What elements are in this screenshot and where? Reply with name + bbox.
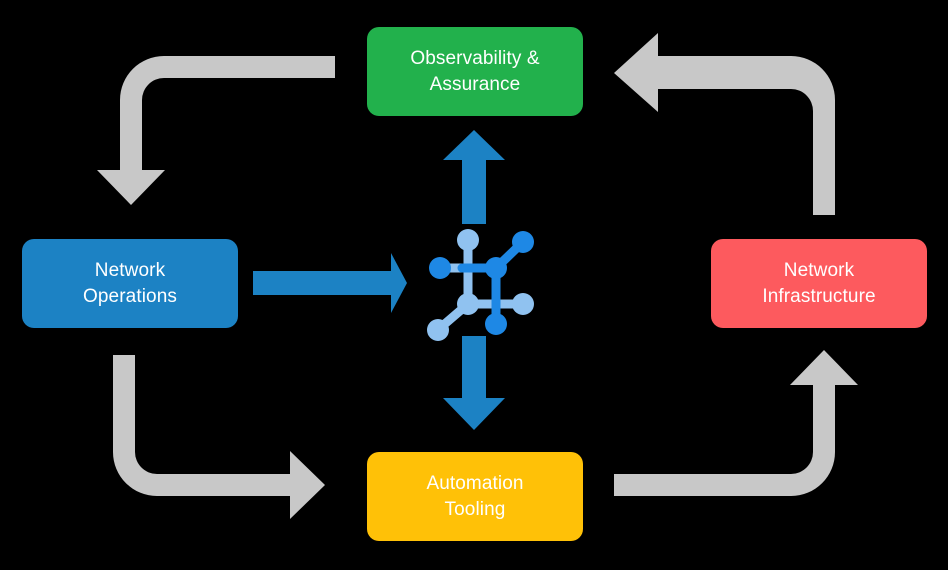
node-bottom [485,313,507,335]
node-left-upper [429,257,451,279]
blue-arrow-hub-to-automation [443,336,505,430]
node-box-automation-tooling[interactable]: Automation Tooling [367,452,583,541]
network-icon-links [435,235,528,333]
node-top [457,229,479,251]
network-icon-nodes [427,229,534,341]
node-box-observability[interactable]: Observability & Assurance [367,27,583,116]
gray-arrow-operations-to-automation [113,355,325,519]
blue-arrow-hub-to-observability [443,130,505,224]
network-topology-icon [427,229,534,341]
node-top-right [512,231,534,253]
node-box-network-infrastructure[interactable]: Network Infrastructure [711,239,927,328]
node-mid-left [457,293,479,315]
node-right-lower [512,293,534,315]
gray-arrow-observability-to-operations [97,56,335,205]
gray-arrow-automation-to-infrastructure [614,350,858,496]
blue-arrow-operations-to-hub [253,253,407,313]
node-bottom-left [427,319,449,341]
node-box-network-operations[interactable]: Network Operations [22,239,238,328]
gray-arrow-infrastructure-to-observability [614,33,835,215]
node-center [485,257,507,279]
